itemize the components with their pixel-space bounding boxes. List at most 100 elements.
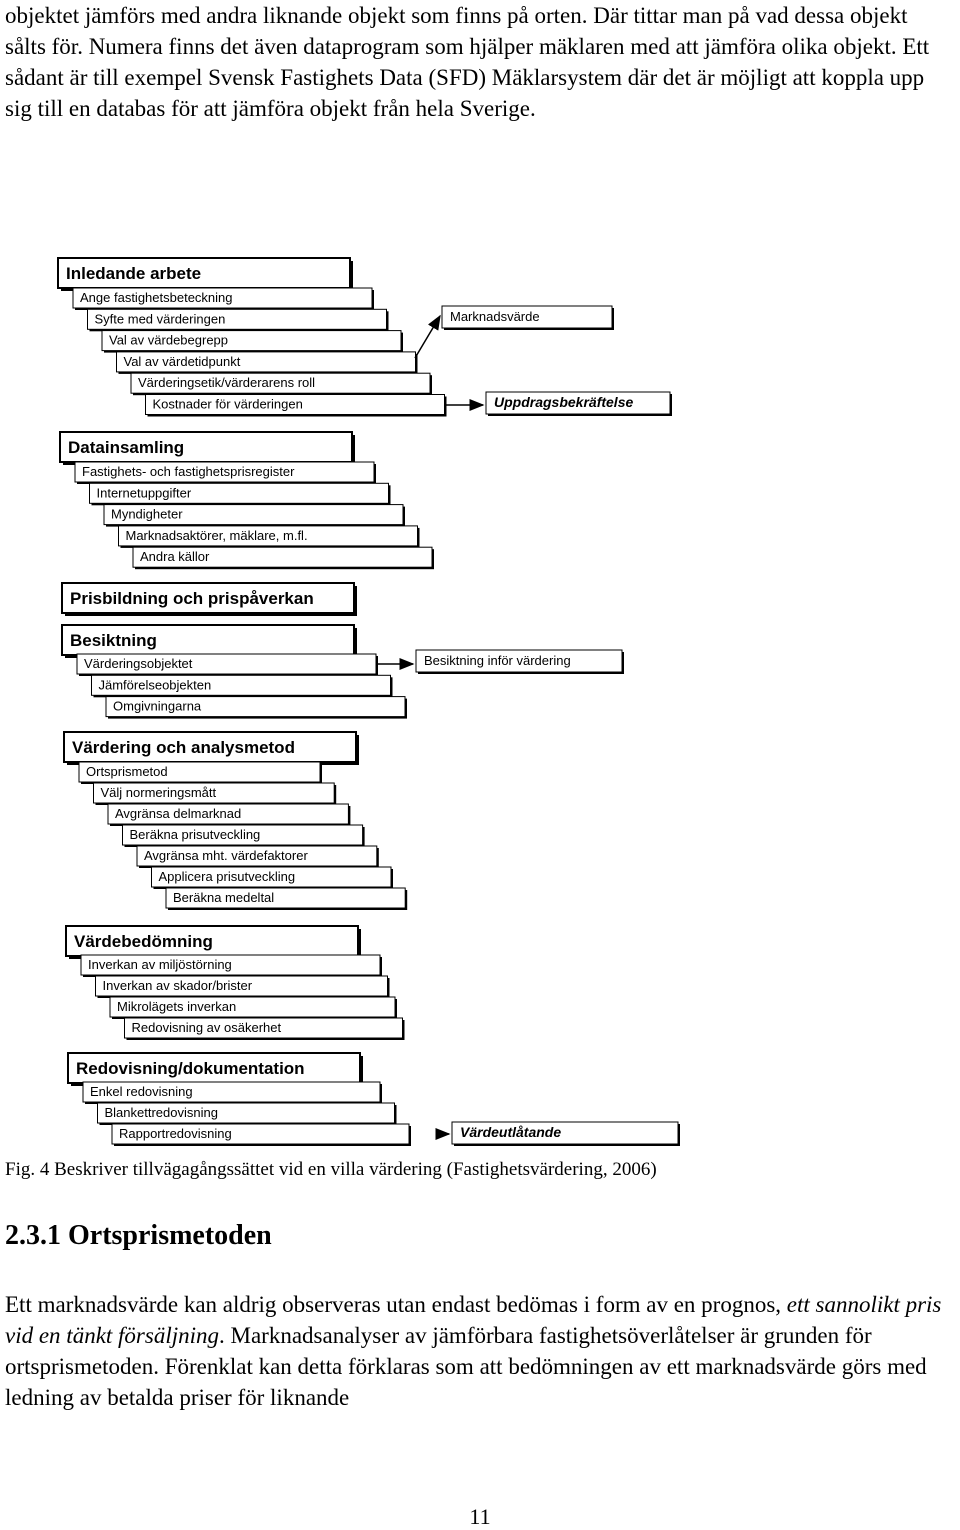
step-blankettredovisning: Blankettredovisning — [97, 1102, 397, 1125]
step-label: Avgränsa mht. värdefaktorer — [144, 848, 308, 863]
target-label: Marknadsvärde — [450, 309, 540, 324]
step-label: Inverkan av miljöstörning — [88, 957, 232, 972]
step-label: Omgivningarna — [113, 699, 202, 714]
target-box — [485, 391, 671, 415]
step-berakna-medeltal: Beräkna medeltal — [165, 887, 408, 910]
target-label: Besiktning inför värdering — [424, 653, 571, 668]
step-internetuppgifter: Internetuppgifter — [89, 482, 391, 506]
step-marknadsaktorer-maklare-m-fl: Marknadsaktörer, mäklare, m.fl. — [118, 525, 420, 548]
step-label: Marknadsaktörer, mäklare, m.fl. — [126, 528, 308, 543]
step-ange-fastighetsbeteckning: Ange fastighetsbeteckning — [72, 287, 374, 310]
step-box — [82, 1081, 381, 1103]
section-heading: 2.3.1 Ortsprismetoden — [5, 1220, 272, 1251]
step-box — [151, 866, 392, 888]
step-label: Mikrolägets inverkan — [117, 999, 236, 1014]
target-label: Värdeutlåtande — [460, 1124, 561, 1140]
section-title: Datainsamling — [68, 438, 184, 457]
step-box — [101, 330, 402, 352]
section-header: Besiktning — [61, 624, 357, 658]
step-label: Värderingsobjektet — [84, 656, 193, 671]
step-box — [89, 482, 389, 504]
section-title: Redovisning/dokumentation — [76, 1059, 305, 1078]
step-label: Val av värdetidpunkt — [124, 354, 241, 369]
step-label: Rapportredovisning — [119, 1126, 232, 1141]
step-label: Blankettredovisning — [105, 1105, 218, 1120]
step-inverkan-av-miljostorning: Inverkan av miljöstörning — [80, 954, 382, 977]
step-box — [165, 887, 406, 909]
section-header: Redovisning/dokumentation — [67, 1052, 363, 1086]
target-label: Uppdragsbekräftelse — [494, 394, 633, 410]
step-label: Syfte med värderingen — [95, 311, 226, 326]
step-box — [95, 975, 388, 997]
target-uppdragsbekraftelse: Uppdragsbekräftelse — [485, 391, 672, 416]
step-rapportredovisning: Rapportredovisning — [111, 1123, 411, 1146]
target-vardeutlatande: Värdeutlåtande — [451, 1121, 680, 1146]
step-label: Beräkna medeltal — [173, 890, 274, 905]
section-header: Värdebedömning — [65, 925, 361, 959]
step-box — [132, 546, 433, 568]
target-marknadsvarde: Marknadsvärde — [441, 305, 614, 330]
step-box — [91, 674, 391, 696]
section-title: Prisbildning och prispåverkan — [70, 589, 314, 608]
step-box — [74, 461, 375, 483]
step-omgivningarna: Omgivningarna — [105, 696, 407, 719]
step-box — [97, 1102, 395, 1124]
step-label: Internetuppgifter — [97, 485, 192, 500]
section-header: Datainsamling — [59, 431, 355, 465]
step-box — [103, 504, 404, 526]
header-box — [61, 624, 355, 656]
target-box — [451, 1121, 679, 1145]
step-box — [87, 308, 387, 330]
step-label: Avgränsa delmarknad — [115, 806, 241, 821]
step-box — [105, 696, 406, 718]
target-box — [441, 305, 613, 329]
step-myndigheter: Myndigheter — [103, 504, 405, 527]
header-box — [63, 731, 357, 763]
step-label: Välj normeringsmått — [101, 785, 217, 800]
step-label: Fastighets- och fastighetsprisregister — [82, 464, 295, 479]
step-val-av-vardetidpunkt: Val av värdetidpunkt — [116, 351, 418, 374]
step-applicera-prisutveckling: Applicera prisutveckling — [151, 866, 393, 889]
step-box — [136, 845, 378, 867]
body-text-part-2: . Marknadsanalyser av jämförbara fastigh… — [5, 1323, 927, 1410]
step-box — [116, 351, 416, 373]
step-avgransa-mht-vardefaktorer: Avgränsa mht. värdefaktorer — [136, 845, 379, 868]
step-berakna-prisutveckling: Beräkna prisutveckling — [122, 824, 365, 847]
step-label: Beräkna prisutveckling — [130, 827, 261, 842]
target-besiktning-infor-vardering: Besiktning inför värdering — [415, 649, 624, 674]
step-box — [107, 803, 349, 825]
body-text-italic: ett sannolikt pris vid en tänkt försäljn… — [5, 1292, 942, 1348]
body-text-part-1: Ett marknadsvärde kan aldrig observeras … — [5, 1292, 787, 1317]
step-label: Värderingsetik/värderarens roll — [138, 375, 315, 390]
section-title: Besiktning — [70, 631, 157, 650]
step-label: Ortsprismetod — [86, 764, 168, 779]
header-box — [59, 431, 353, 463]
step-andra-kallor: Andra källor — [132, 546, 434, 570]
step-box — [109, 996, 396, 1018]
step-kostnader-for-varderingen: Kostnader för värderingen — [145, 394, 447, 417]
step-box — [111, 1123, 410, 1145]
step-fastighets-och-fastighetsprisregister: Fastighets- och fastighetsprisregister — [74, 461, 376, 484]
step-mikrolagets-inverkan: Mikrolägets inverkan — [109, 996, 397, 1019]
step-label: Jämförelseobjekten — [99, 677, 212, 692]
section-besiktning: BesiktningVärderingsobjektetJämförelseob… — [61, 624, 407, 719]
step-box — [93, 782, 335, 804]
step-inverkan-av-skador-brister: Inverkan av skador/brister — [95, 975, 390, 998]
step-box — [130, 372, 431, 394]
step-label: Inverkan av skador/brister — [103, 978, 253, 993]
step-varderingsobjektet: Värderingsobjektet — [76, 653, 378, 676]
header-box — [61, 582, 355, 614]
step-box — [124, 1017, 403, 1039]
step-ortsprismetod: Ortsprismetod — [78, 761, 322, 784]
page-number: 11 — [469, 1504, 491, 1529]
step-label: Val av värdebegrepp — [109, 333, 228, 348]
body-paragraph: Ett marknadsvärde kan aldrig observeras … — [5, 1289, 950, 1413]
step-varderingsetik-varderarens-roll: Värderingsetik/värderarens roll — [130, 372, 432, 396]
step-label: Kostnader för värderingen — [153, 397, 303, 412]
intro-paragraph: objektet jämförs med andra liknande obje… — [5, 3, 930, 121]
section-title: Värdering och analysmetod — [72, 738, 295, 757]
